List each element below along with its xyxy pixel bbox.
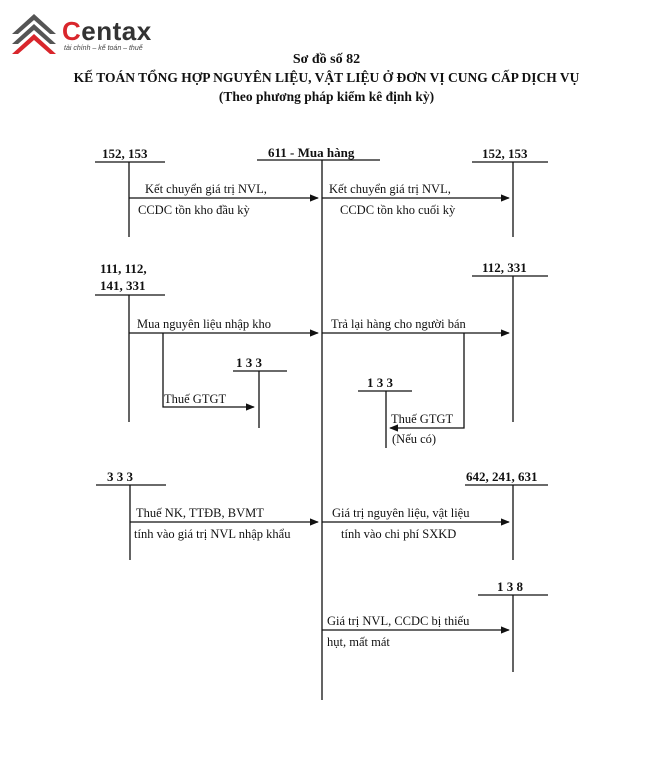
entry-import-tax-line1: Thuế NK, TTĐB, BVMT bbox=[136, 506, 264, 520]
account-333: 3 3 3 bbox=[107, 469, 133, 484]
entry-return: Trả lại hàng cho người bán bbox=[331, 317, 466, 331]
arrow-vat-133-right bbox=[389, 333, 465, 432]
account-152-right: 152, 153 bbox=[482, 146, 528, 161]
logo-tagline: tài chính – kế toán – thuế bbox=[64, 45, 143, 52]
entry-purchase: Mua nguyên liệu nhập kho bbox=[137, 317, 272, 331]
entry-closing-line1: Kết chuyển giá trị NVL, bbox=[329, 182, 451, 196]
entry-opening-line2: CCDC tồn kho đầu kỳ bbox=[138, 203, 250, 217]
account-152-left: 152, 153 bbox=[102, 146, 148, 161]
arrow-vat-133-left bbox=[162, 333, 255, 411]
logo-letter-c: C bbox=[62, 16, 82, 46]
entry-opening-line1: Kết chuyển giá trị NVL, bbox=[145, 182, 267, 196]
entry-expense-line2: tính vào chi phí SXKD bbox=[341, 527, 457, 541]
account-133-right: 1 3 3 bbox=[367, 375, 393, 390]
logo: Centax tài chính – kế toán – thuế bbox=[8, 12, 168, 62]
account-112-331: 112, 331 bbox=[482, 260, 527, 275]
entry-vat-right-line2: (Nếu có) bbox=[392, 432, 437, 446]
diagram-title: KẾ TOÁN TỔNG HỢP NGUYÊN LIỆU, VẬT LIỆU Ở… bbox=[73, 70, 580, 85]
entry-shortage-line2: hụt, mất mát bbox=[327, 635, 390, 649]
diagram-subtitle: (Theo phương pháp kiểm kê định kỳ) bbox=[218, 89, 435, 104]
logo-mark-icon bbox=[12, 14, 56, 54]
account-133-left: 1 3 3 bbox=[236, 355, 262, 370]
account-111-line2: 141, 331 bbox=[100, 278, 146, 293]
entry-closing-line2: CCDC tồn kho cuối kỳ bbox=[340, 203, 456, 217]
account-138: 1 3 8 bbox=[497, 579, 523, 594]
account-642-241-631: 642, 241, 631 bbox=[466, 469, 538, 484]
entry-expense-line1: Giá trị nguyên liệu, vật liệu bbox=[332, 506, 470, 520]
entry-import-tax-line2: tính vào giá trị NVL nhập khẩu bbox=[134, 527, 291, 541]
account-611: 611 - Mua hàng bbox=[268, 145, 355, 160]
diagram-number: Sơ đồ số 82 bbox=[292, 52, 361, 67]
entry-vat-right-line1: Thuế GTGT bbox=[391, 412, 454, 426]
account-111-line1: 111, 112, bbox=[100, 261, 147, 276]
entry-vat-left: Thuế GTGT bbox=[164, 392, 227, 406]
logo-wordmark: Centax bbox=[62, 16, 152, 47]
logo-letters: entax bbox=[81, 16, 152, 46]
entry-shortage-line1: Giá trị NVL, CCDC bị thiếu bbox=[327, 614, 470, 628]
